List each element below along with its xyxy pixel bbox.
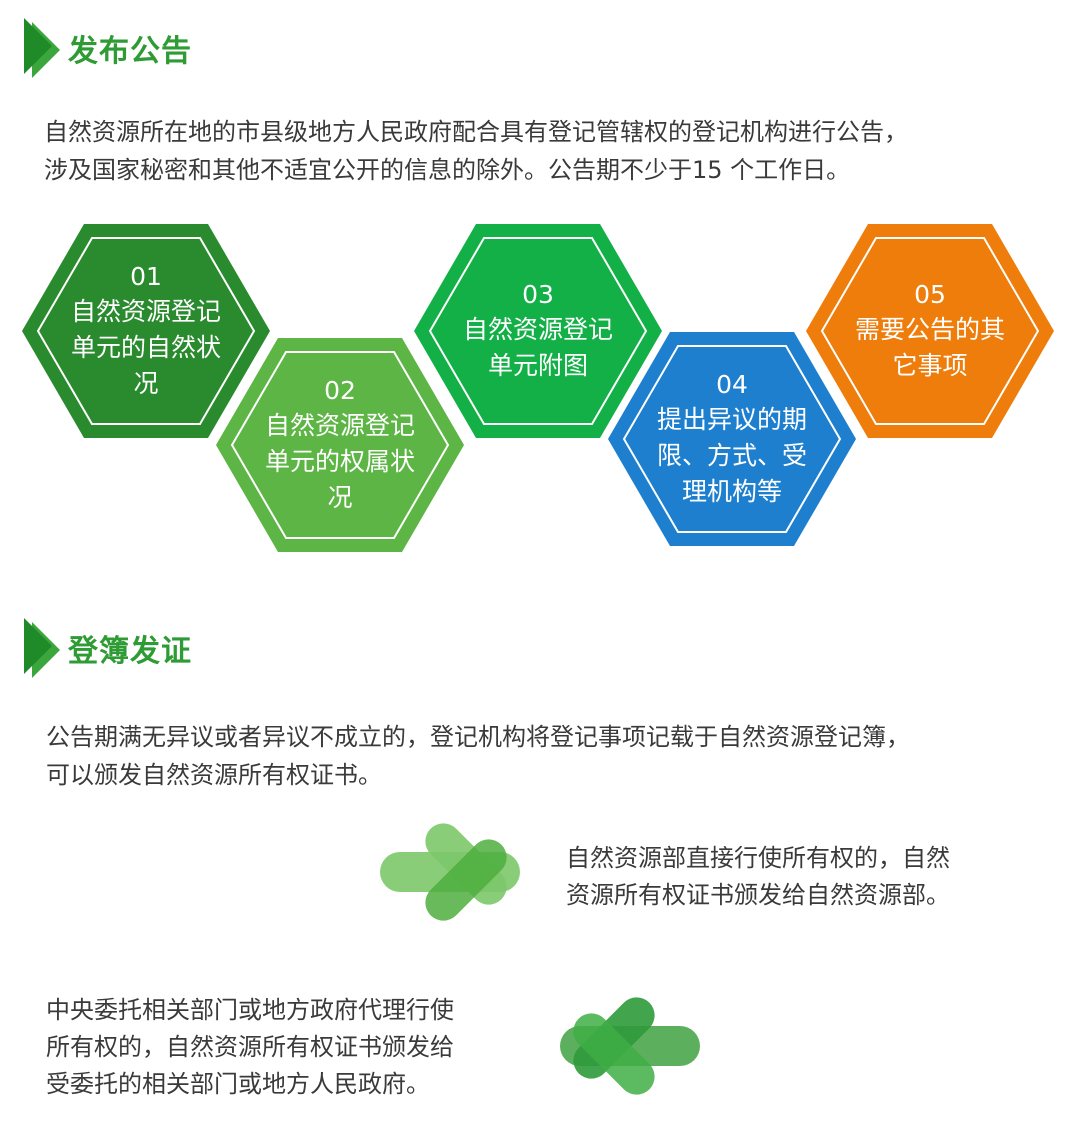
hexagon-label: 自然资源登记单元附图 xyxy=(463,315,614,380)
hexagon-label: 自然资源登记单元的权属状况 xyxy=(265,411,416,512)
hexagon-shape xyxy=(414,224,662,438)
hexagon-number: 03 xyxy=(522,280,554,309)
hexagon-item-03: 03 自然资源登记单元附图 xyxy=(414,224,662,438)
section-heading-registration: 登簿发证 xyxy=(22,618,192,678)
hexagon-item-04: 04 提出异议的期限、方式、受理机构等 xyxy=(608,332,856,546)
arrow-text-line: 资源所有权证书颁发给自然资源部。 xyxy=(566,881,950,909)
hexagon-shape xyxy=(608,332,856,546)
right-arrow-icon xyxy=(378,812,538,936)
left-arrow-icon xyxy=(540,984,702,1110)
hexagon-item-02: 02 自然资源登记单元的权属状况 xyxy=(216,338,464,552)
hexagon-number: 04 xyxy=(716,370,748,399)
paragraph-line: 涉及国家秘密和其他不适宜公开的信息的除外。公告期不少于15 个工作日。 xyxy=(44,156,851,184)
paragraph-line: 公告期满无异议或者异议不成立的，登记机构将登记事项记载于自然资源登记簿， xyxy=(46,723,910,751)
hexagon-label: 自然资源登记单元的自然状况 xyxy=(71,297,222,398)
hexagon-number: 02 xyxy=(324,376,356,405)
section-title: 发布公告 xyxy=(68,34,192,69)
arrow-text-line: 自然资源部直接行使所有权的，自然 xyxy=(566,844,950,872)
arrow-text-line: 所有权的，自然资源所有权证书颁发给 xyxy=(46,1033,454,1061)
hexagon-shape xyxy=(806,224,1054,438)
hexagon-shape xyxy=(216,338,464,552)
announcement-paragraph: 自然资源所在地的市县级地方人民政府配合具有登记管辖权的登记机构进行公告， 涉及国… xyxy=(44,113,908,189)
arrow-text-line: 中央委托相关部门或地方政府代理行使 xyxy=(46,996,454,1024)
section-heading-announcement: 发布公告 xyxy=(22,18,192,78)
hexagon-label: 需要公告的其它事项 xyxy=(855,315,1006,380)
arrow-text-delegated: 中央委托相关部门或地方政府代理行使 所有权的，自然资源所有权证书颁发给 受委托的… xyxy=(46,992,454,1103)
hexagon-label: 提出异议的期限、方式、受理机构等 xyxy=(657,405,808,506)
paragraph-line: 自然资源所在地的市县级地方人民政府配合具有登记管辖权的登记机构进行公告， xyxy=(44,118,908,146)
hexagon-item-01: 01 自然资源登记单元的自然状况 xyxy=(22,224,270,438)
hexagon-number: 01 xyxy=(130,262,162,291)
chevron-marker-icon xyxy=(22,618,62,678)
hexagon-shape xyxy=(22,224,270,438)
hexagon-number: 05 xyxy=(914,280,946,309)
arrow-text-line: 受委托的相关部门或地方人民政府。 xyxy=(46,1070,430,1098)
section-title: 登簿发证 xyxy=(68,634,192,669)
registration-paragraph: 公告期满无异议或者异议不成立的，登记机构将登记事项记载于自然资源登记簿， 可以颁… xyxy=(46,718,910,794)
arrow-text-ministry: 自然资源部直接行使所有权的，自然 资源所有权证书颁发给自然资源部。 xyxy=(566,840,950,914)
paragraph-line: 可以颁发自然资源所有权证书。 xyxy=(46,761,382,789)
chevron-marker-icon xyxy=(22,18,62,78)
hexagon-item-05: 05 需要公告的其它事项 xyxy=(806,224,1054,438)
